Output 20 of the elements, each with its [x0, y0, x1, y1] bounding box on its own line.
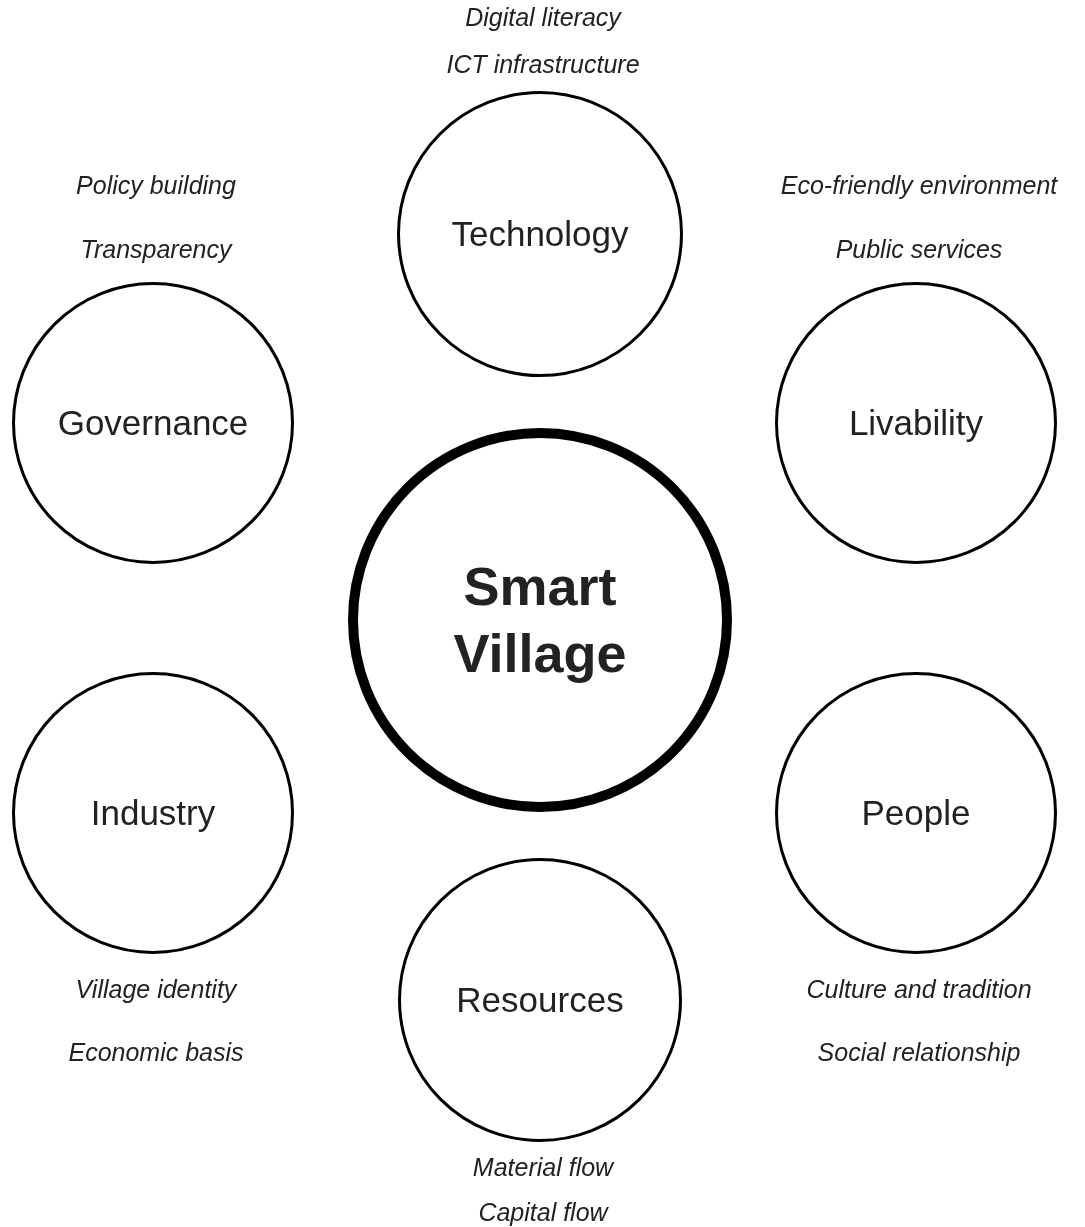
caption-text: Transparency — [80, 235, 232, 264]
caption-text: Material flow — [472, 1153, 614, 1182]
caption-text: Public services — [835, 235, 1003, 264]
topic-label: Governance — [57, 402, 249, 445]
caption-text: Culture and tradition — [806, 975, 1032, 1004]
caption-text: Eco-friendly environment — [780, 171, 1058, 200]
topic-label: Technology — [451, 213, 629, 256]
topic-label: People — [861, 792, 971, 835]
caption-text: ICT infrastructure — [446, 50, 640, 79]
caption-text: Policy building — [76, 171, 236, 200]
topic-label: Livability — [848, 402, 984, 445]
central-circle — [348, 428, 732, 812]
caption-text: Digital literacy — [465, 3, 621, 32]
caption-text: Social relationship — [817, 1038, 1021, 1067]
caption-text: Capital flow — [478, 1198, 608, 1227]
topic-label: Resources — [456, 979, 624, 1022]
topic-label: Industry — [90, 792, 216, 835]
caption-text: Economic basis — [68, 1038, 244, 1067]
central-title: Smart Village — [452, 554, 628, 685]
caption-text: Village identity — [75, 975, 237, 1004]
